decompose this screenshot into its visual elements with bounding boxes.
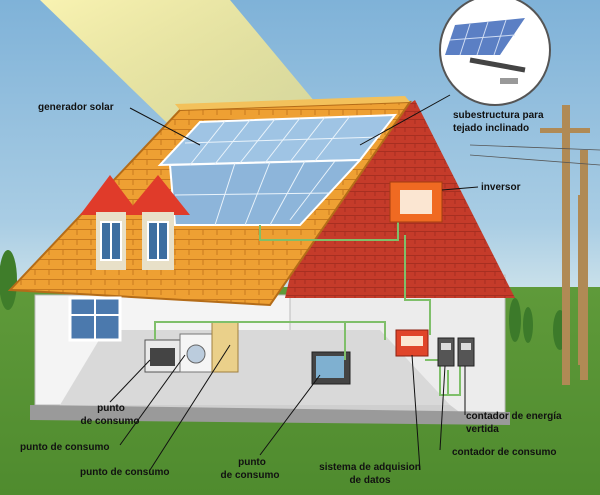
label-punto-consumo-2: punto de consumo (20, 442, 110, 453)
label-sistema-datos-line2: de datos (349, 475, 391, 486)
label-generador-solar: generador solar (38, 102, 114, 113)
label-punto-consumo-4b: de consumo (220, 470, 280, 481)
appliances (144, 321, 351, 385)
dormers (80, 175, 190, 270)
house-window (68, 296, 122, 342)
inverter-box (389, 181, 443, 223)
label-contador-energia-line1: contador de energía (466, 411, 562, 422)
meters (437, 337, 475, 367)
label-inversor: inversor (481, 182, 521, 193)
label-punto-consumo-1a: punto (97, 403, 125, 414)
label-punto-consumo-1b: de consumo (80, 416, 140, 427)
label-sistema-datos-line1: sistema de adquision (319, 462, 421, 473)
utility-poles (469, 105, 600, 385)
substructure-inset (439, 0, 551, 106)
data-acquisition-box (395, 329, 429, 357)
cables (154, 215, 461, 396)
label-contador-energia-line2: vertida (466, 424, 499, 435)
label-punto-consumo-3: punto de consumo (80, 467, 170, 478)
label-contador-consumo: contador de consumo (452, 447, 557, 458)
trees (0, 250, 567, 350)
solar-panels (157, 113, 398, 226)
label-punto-consumo-4a: punto (238, 457, 266, 468)
leader-lines (109, 94, 479, 471)
label-subestructura-line1: subestructura para (453, 110, 544, 121)
label-subestructura-line2: tejado inclinado (453, 123, 530, 134)
